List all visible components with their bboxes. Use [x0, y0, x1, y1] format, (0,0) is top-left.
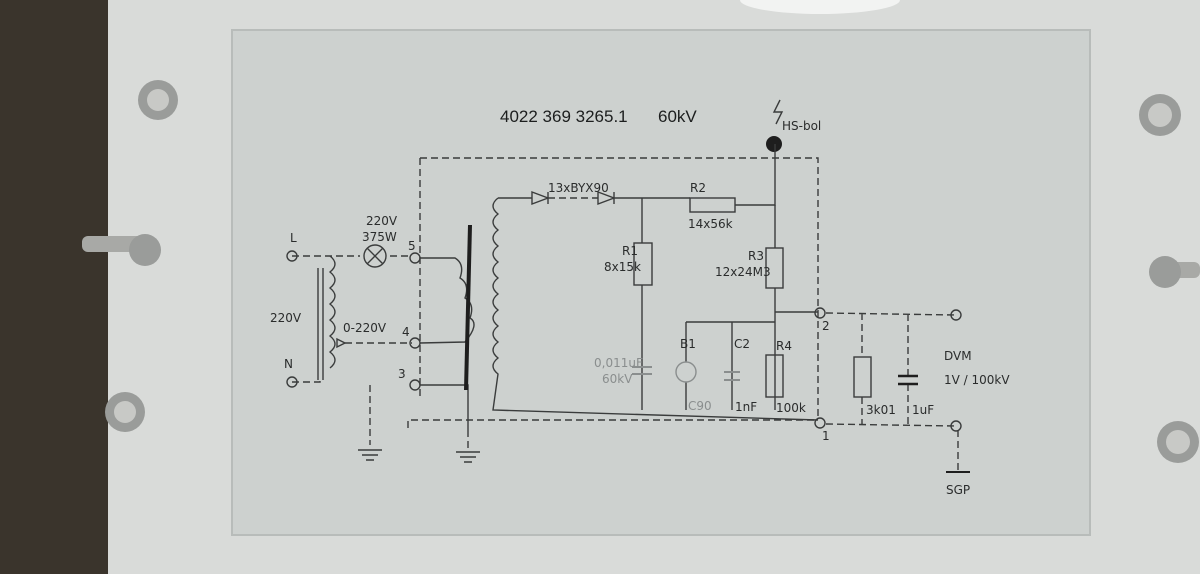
bolt-icon	[105, 392, 145, 432]
capacitor-c2	[724, 371, 740, 381]
c-meter-value: 1uF	[912, 403, 934, 417]
r4-label: R4	[776, 339, 792, 353]
terminal-n	[286, 376, 298, 388]
screw-icon	[82, 234, 161, 266]
mains-label: 220V	[270, 311, 302, 325]
terminal-2-label: 2	[822, 319, 830, 333]
hv-terminal-label: HS-bol	[782, 119, 821, 133]
meter-wiring	[825, 312, 959, 470]
terminal-5-label: 5	[408, 239, 416, 253]
capacitor-c1	[632, 366, 652, 375]
lightning-icon	[772, 99, 784, 125]
variac-label: 0-220V	[343, 321, 387, 335]
c1-voltage: 60kV	[602, 372, 633, 386]
c2-value: 1nF	[735, 400, 757, 414]
ground-icon	[358, 449, 382, 461]
lamp-icon	[363, 244, 387, 268]
r3-label: R3	[748, 249, 764, 263]
resistor-r3	[765, 247, 784, 289]
terminal-4-label: 4	[402, 325, 410, 339]
resistor-r4	[765, 354, 784, 398]
capacitor-meter	[898, 374, 918, 386]
hv-terminal	[766, 136, 782, 152]
dvm-scale: 1V / 100kV	[944, 373, 1010, 387]
terminal-2	[814, 307, 826, 319]
resistor-meter	[853, 356, 872, 398]
bolt-icon	[1157, 421, 1199, 463]
transformer-core	[464, 224, 472, 391]
bolt-icon	[1139, 94, 1181, 136]
enclosure-outline	[407, 157, 819, 428]
dvm-terminal-high	[950, 309, 962, 321]
r2-value: 14x56k	[688, 217, 733, 231]
rated-voltage: 60kV	[658, 107, 697, 126]
schematic-label-panel	[231, 29, 1091, 536]
variac-wiper	[336, 337, 347, 349]
top-fixture	[740, 0, 900, 14]
resistor-r1	[633, 242, 653, 286]
r4-value: 100k	[776, 401, 806, 415]
dvm-terminal-low	[950, 420, 962, 432]
lamp-voltage: 220V	[366, 214, 398, 228]
c1-value: 0,011uF	[594, 356, 643, 370]
variac-core	[317, 268, 324, 380]
bolt-icon	[138, 80, 178, 120]
terminal-1	[814, 417, 826, 429]
sgp-label: SGP	[946, 483, 970, 497]
lamp-power: 375W	[362, 230, 397, 244]
input-wiring	[292, 255, 412, 383]
dvm-label: DVM	[944, 349, 972, 363]
terminal-3-label: 3	[398, 367, 406, 381]
diodes-label: 13xBYX90	[548, 181, 609, 195]
ground-icon	[456, 451, 480, 463]
r1-label: R1	[622, 244, 638, 258]
divider-wiring	[685, 205, 776, 410]
diode-icon	[597, 144, 776, 206]
part-number: 4022 369 3265.1	[500, 107, 628, 126]
neutral-label: N	[284, 357, 293, 371]
r2-label: R2	[690, 181, 706, 195]
c2-label: C2	[734, 337, 750, 351]
resistor-r2	[689, 197, 736, 213]
line-label: L	[290, 231, 297, 245]
variac-coil	[328, 255, 336, 369]
r3-value: 12x24M3	[715, 265, 771, 279]
b1-value: C90	[688, 399, 712, 413]
secondary-winding	[492, 197, 819, 421]
terminal-1-label: 1	[822, 429, 830, 443]
terminal-l	[286, 250, 298, 262]
r1-value: 8x15k	[604, 260, 641, 274]
screw-icon	[1149, 256, 1200, 288]
ground-wiring	[369, 385, 469, 450]
b1-label: B1	[680, 337, 696, 351]
r-meter-value: 3k01	[866, 403, 896, 417]
spark-gap-b1	[675, 361, 697, 383]
